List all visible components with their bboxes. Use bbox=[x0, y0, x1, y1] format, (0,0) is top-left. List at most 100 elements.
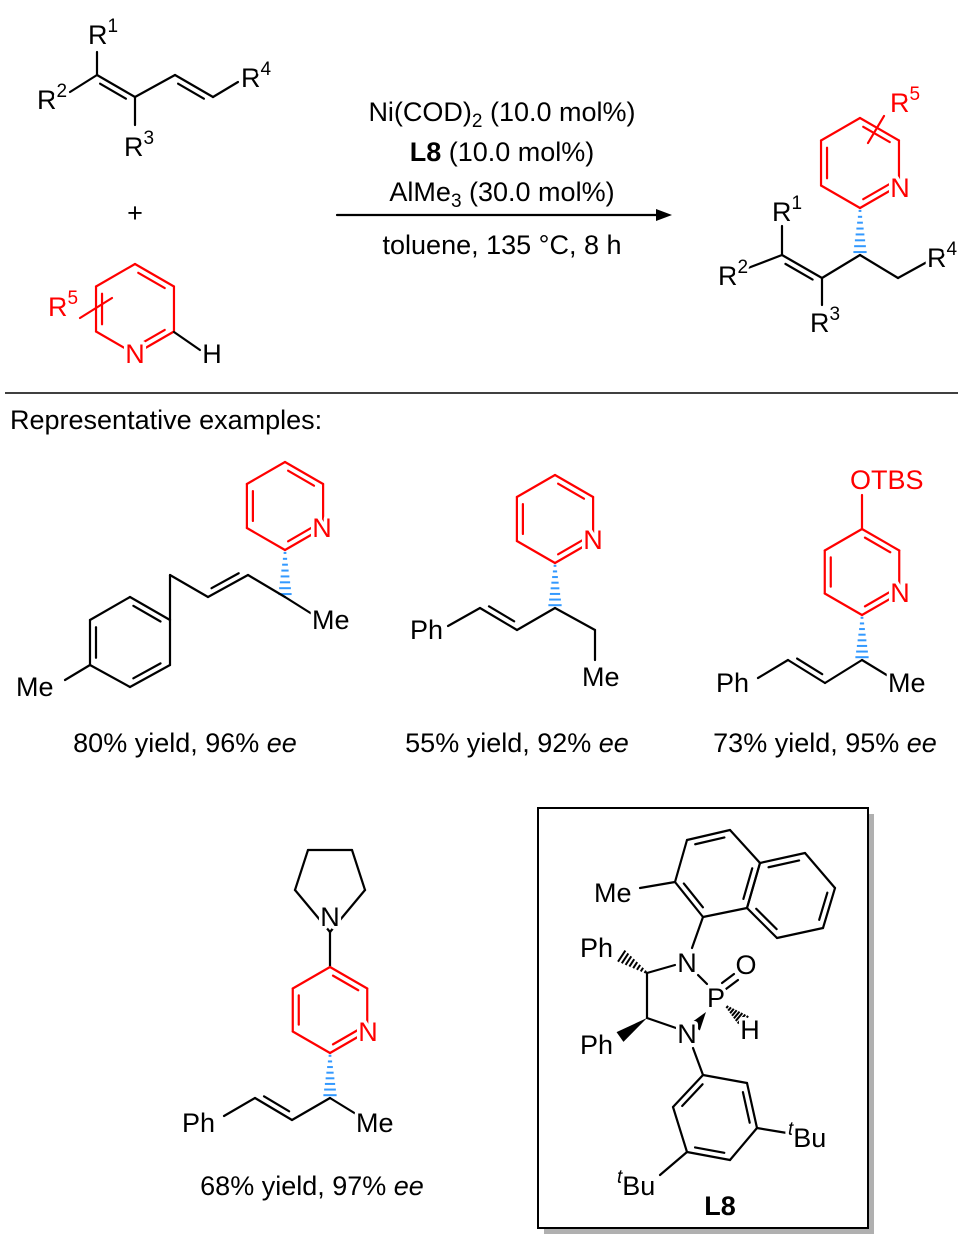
naphthalene-ring-bond bbox=[728, 828, 762, 865]
ex4-pyridine-ring-bond bbox=[291, 1030, 332, 1055]
double-bond bbox=[206, 573, 250, 599]
bond bbox=[858, 253, 900, 280]
aryl-ring-bond bbox=[671, 1073, 705, 1109]
double-bond-line bbox=[742, 867, 754, 901]
naphthalene-ring-bond bbox=[685, 828, 732, 842]
bond bbox=[756, 658, 790, 680]
ligand-tbu-right: tBu bbox=[788, 1119, 826, 1154]
ex3-pyridine-ring-bond bbox=[860, 527, 901, 552]
ligand-wedge-bond bbox=[616, 1018, 647, 1042]
double-bond-line bbox=[682, 882, 705, 909]
double-bond-line bbox=[137, 328, 166, 347]
double-bond-line bbox=[863, 590, 892, 608]
ex3-ph: Ph bbox=[716, 668, 749, 698]
aryl-ring-bond bbox=[685, 1150, 732, 1162]
ligand-tbu-left: tBu bbox=[617, 1167, 655, 1202]
bond bbox=[755, 1126, 789, 1135]
ligand-hashed-bond bbox=[731, 1009, 738, 1017]
ligand-hashed-bond bbox=[639, 967, 644, 972]
ex3-pyridine-ring-bond bbox=[860, 592, 901, 617]
ligand-p: P bbox=[707, 983, 725, 1013]
double-bond-line bbox=[210, 572, 240, 590]
ex2-pyridine-ring-bond bbox=[515, 539, 557, 565]
double-bond-line bbox=[286, 469, 316, 487]
ex1-pyridine-ring-bond bbox=[245, 526, 287, 552]
condition-ligand: L8 (10.0 mol%) bbox=[410, 137, 595, 167]
ex1-pyridine-ring-bond bbox=[283, 460, 325, 486]
bond bbox=[645, 1016, 678, 1030]
product-pyridine-ring-bond bbox=[858, 184, 901, 210]
bond bbox=[696, 973, 709, 986]
aryl-ring-bond bbox=[701, 1073, 749, 1085]
double-bond bbox=[95, 73, 137, 99]
ex4-pyrrolidine-bond bbox=[293, 888, 332, 934]
bond bbox=[222, 1096, 257, 1118]
bond bbox=[691, 1046, 705, 1077]
ligand-hashed-bond bbox=[725, 1005, 729, 1009]
plus-sign: + bbox=[127, 198, 143, 228]
condition-catalyst: Ni(COD)2 (10.0 mol%) bbox=[368, 97, 635, 132]
aryl-ring-bond bbox=[728, 1126, 759, 1162]
ligand-hashed-bond bbox=[727, 1006, 732, 1012]
pyridine-ring-bond bbox=[133, 330, 176, 356]
ligand-n1: N bbox=[677, 948, 697, 978]
double-bond-line bbox=[556, 482, 586, 500]
bond bbox=[172, 330, 202, 352]
ex4-pyrrolidine-bond bbox=[328, 888, 367, 934]
ex4-pyridine-ring-bond bbox=[328, 1030, 369, 1055]
bond bbox=[690, 915, 705, 950]
pyridine-ring-bond bbox=[94, 262, 137, 288]
product-r4: R4 bbox=[927, 239, 958, 274]
product-pyridine-ring-bond bbox=[819, 184, 862, 210]
condition-solvent-temp-time: toluene, 135 °C, 8 h bbox=[383, 230, 622, 260]
ex4-n: N bbox=[358, 1017, 378, 1047]
double-bond-line bbox=[176, 82, 206, 100]
bond bbox=[638, 880, 677, 890]
ex3-result: 73% yield, 95% ee bbox=[713, 728, 937, 758]
bond bbox=[724, 978, 740, 991]
ex3-otbs: OTBS bbox=[850, 465, 924, 495]
r5-substituent-bond bbox=[78, 296, 114, 320]
product-r1: R1 bbox=[772, 193, 802, 228]
naphthalene-ring-bond bbox=[745, 861, 762, 910]
double-bond-line bbox=[694, 836, 726, 846]
ligand-hashed-bond bbox=[624, 955, 633, 966]
double-bond-line bbox=[863, 536, 892, 554]
ligand-hashed-bond bbox=[617, 950, 627, 963]
double-bond-line bbox=[862, 182, 891, 201]
bond bbox=[133, 73, 177, 99]
ex1-n: N bbox=[312, 513, 332, 543]
ligand-h: H bbox=[740, 1015, 760, 1045]
bond bbox=[746, 253, 784, 270]
double-bond bbox=[786, 658, 827, 685]
double-bond-line bbox=[132, 604, 162, 623]
ex4-ph: Ph bbox=[182, 1108, 215, 1138]
ex4-pyrrolidine-bond bbox=[293, 848, 310, 892]
ligand-hashed-bond bbox=[738, 1015, 749, 1027]
ex3-pyridine-ring-bond bbox=[823, 592, 864, 617]
bond bbox=[68, 73, 99, 94]
ex4-pyrrolidine-bond bbox=[350, 848, 367, 892]
bond bbox=[290, 1096, 332, 1122]
double-bond-line bbox=[767, 859, 801, 869]
double-bond-line bbox=[331, 1028, 360, 1046]
ligand-ph2: Ph bbox=[580, 1030, 613, 1060]
bond bbox=[283, 595, 314, 616]
double-bond-line bbox=[741, 1091, 751, 1124]
double-bond-line bbox=[262, 1095, 291, 1113]
double-bond-line bbox=[693, 1146, 726, 1154]
naphthalene-ring-bond bbox=[803, 851, 837, 890]
double-bond-line bbox=[487, 605, 516, 623]
ex2-pyridine-ring-bond bbox=[553, 539, 595, 565]
ex1-tolyl-ring-bond bbox=[88, 663, 132, 689]
bond bbox=[896, 260, 929, 280]
ex3-n: N bbox=[890, 578, 910, 608]
ligand-hashed-bond bbox=[729, 1008, 735, 1014]
ex2-result: 55% yield, 92% ee bbox=[405, 728, 629, 758]
condition-additive: AlMe3 (30.0 mol%) bbox=[389, 177, 614, 212]
product-n: N bbox=[890, 173, 910, 203]
double-bond-line bbox=[795, 657, 824, 676]
ligand-hashed-bond bbox=[628, 958, 636, 968]
